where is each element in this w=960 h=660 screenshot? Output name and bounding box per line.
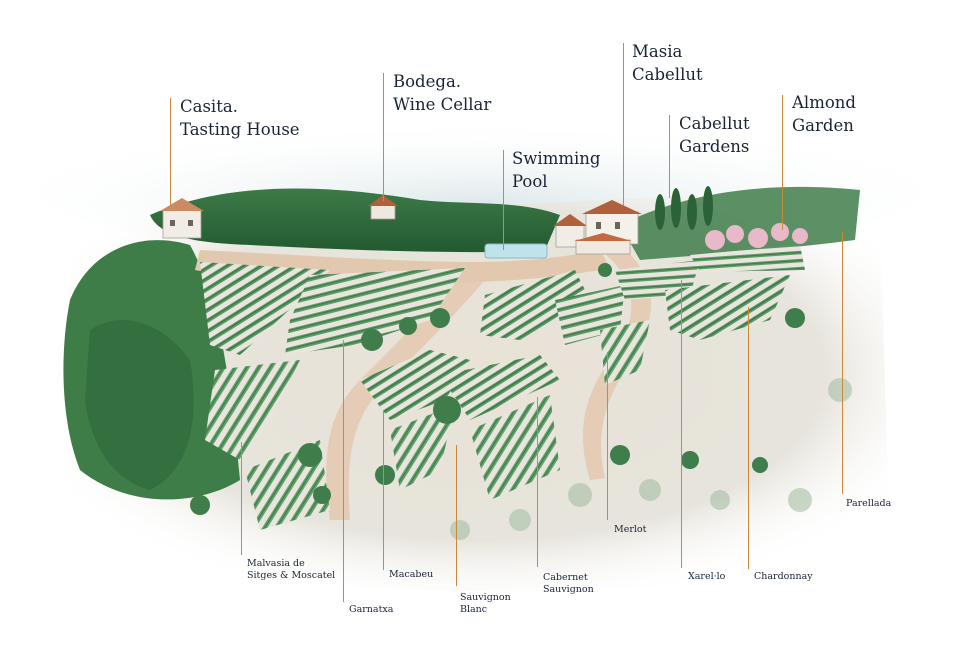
label-bodega: Bodega. Wine Cellar — [393, 72, 492, 114]
leader-garnatxa — [343, 340, 345, 602]
vineyard-merlot — [600, 320, 650, 385]
label-malvasia: Malvasia de Sitges & Moscatel — [247, 558, 336, 581]
leader-bodega — [383, 73, 385, 201]
vineyard-sauvignon-blanc — [390, 405, 455, 490]
vineyard-cabernet — [440, 355, 560, 420]
almond-blossom-trees — [705, 223, 808, 250]
leader-chardonnay — [748, 307, 750, 569]
leader-almond — [782, 95, 784, 230]
label-parellada: Parellada — [846, 498, 892, 509]
vineyard-almond-rows — [690, 245, 805, 272]
label-chardonnay: Chardonnay — [754, 571, 813, 582]
label-casita: Casita. Tasting House — [180, 97, 300, 139]
leader-merlot — [607, 352, 609, 520]
vineyard-macabeu — [360, 350, 470, 420]
label-sauvignon-blanc: Sauvignon Blanc — [460, 592, 511, 615]
vineyard-chardonnay — [665, 275, 790, 340]
swimming-pool — [484, 243, 548, 259]
forest-ridge — [150, 188, 560, 253]
label-almond-garden: Almond Garden — [792, 93, 856, 135]
label-swimming-pool: Swimming Pool — [512, 149, 601, 191]
label-xarello: Xarel·lo — [688, 571, 726, 582]
label-cabellut-gardens: Cabellut Gardens — [679, 114, 750, 156]
leader-masia — [623, 43, 625, 206]
leader-cabernet — [537, 397, 539, 567]
leader-sauvignon-blanc — [456, 445, 458, 586]
vineyard-garnatxa-upper — [285, 268, 465, 355]
leader-macabeu — [383, 410, 385, 570]
leader-parellada — [842, 232, 844, 494]
faded-foreground-trees — [450, 378, 852, 540]
cabellut-gardens-trees — [655, 186, 713, 230]
label-garnatxa: Garnatxa — [349, 604, 394, 615]
scattered-trees — [190, 263, 805, 515]
leader-gardens — [669, 115, 671, 198]
casita-building — [160, 198, 204, 239]
label-masia: Masia Cabellut — [632, 42, 703, 84]
leader-casita — [170, 98, 172, 206]
vineyard-upper-west — [200, 262, 330, 355]
label-macabeu: Macabeu — [389, 569, 434, 580]
label-merlot: Merlot — [614, 524, 647, 535]
leader-xarello — [681, 280, 683, 568]
vineyard-malvasia — [205, 360, 300, 460]
leader-malvasia — [241, 442, 243, 555]
vineyard-centre — [480, 270, 590, 340]
label-cabernet-sauvignon: Cabernet Sauvignon — [543, 572, 594, 595]
masia-building — [553, 200, 642, 255]
leader-pool — [503, 150, 505, 250]
